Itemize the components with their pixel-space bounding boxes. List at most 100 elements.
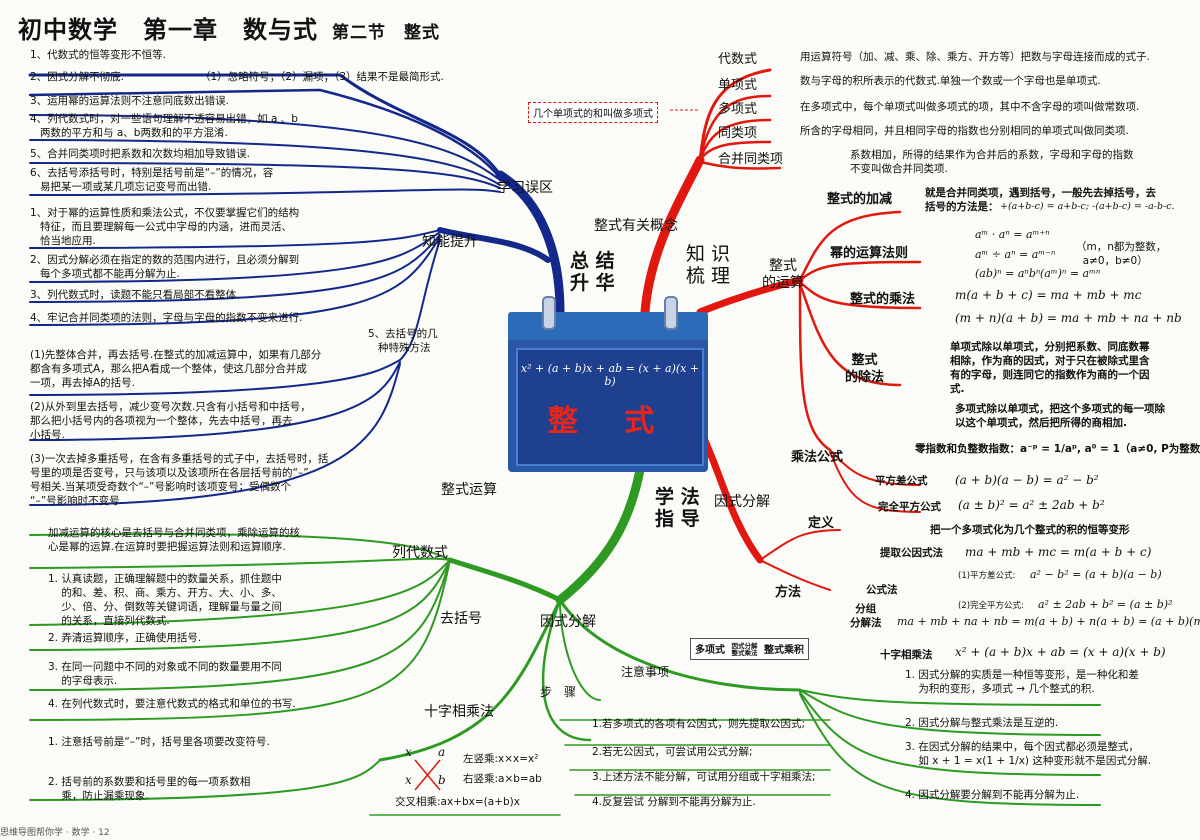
page-title: 初中数学 第一章 数与式第二节 整式	[18, 10, 440, 45]
attention-3: 3. 在因式分解的结果中，每个因式都必须是整式， 如 x + 1 = x(1 +…	[905, 741, 1152, 767]
op-power-f1: aᵐ · aⁿ = aᵐ⁺ⁿ	[975, 228, 1050, 241]
step-4: 4.反复尝试 分解到不能再分解为止.	[592, 796, 756, 808]
calendar-screen: x² + (a + b)x + ab = (x + a)(x + b) 整 式	[516, 348, 704, 466]
factor-group: ma + mb + na + nb = m(a + b) + n(a + b) …	[897, 615, 1200, 628]
cross-mult: 交叉相乘:ax+bx=(a+b)x	[395, 796, 520, 808]
liedai-item-3: 3. 在同一问题中不同的对象或不同的数量要用不同 的字母表示.	[48, 661, 282, 687]
attention-2: 2. 因式分解与整式乘法是互逆的.	[905, 717, 1059, 729]
factor-f2-label: (2)完全平方公式:	[958, 601, 1024, 611]
calendar-ring-icon	[664, 296, 678, 330]
center-title: 整 式	[547, 404, 673, 439]
page-footer: 思维导图帮你学 · 数学 · 12	[0, 828, 110, 838]
bracket-method-1: (1)先整体合并，再去括号.在整式的加减运算中，如果有几部分 都含有多项式A，那…	[30, 349, 322, 389]
ability-5-label: 5、去括号的几 种特殊方法	[368, 328, 438, 354]
factor-cross-label: 十字相乘法	[880, 649, 933, 661]
op-sq-sum-label: 完全平方公式	[878, 501, 941, 513]
concept-def-4: 所含的字母相同，并且相同字母的指数也分别相同的单项式叫做同类项.	[800, 125, 1129, 137]
mistake-4: 4、列代数式时，对一些语句理解不透容易出错，如 a 、b 两数的平方和与 a、b…	[30, 113, 298, 139]
ability-3: 3、列代数式时，读题不能只看局部不看整体.	[30, 289, 240, 301]
factor-group-label: 分组 分解法	[850, 603, 882, 629]
branch-zhuyi-shixiang: 注意事项	[621, 665, 670, 679]
liedai-item-2: 2. 弄清运算顺序，正确使用括号.	[48, 632, 202, 644]
center-formula: x² + (a + b)x + ab = (x + a)(x + b)	[520, 362, 700, 388]
quadrant-method: 学 法 指 导	[655, 486, 700, 530]
relation-mid-bottom: 整式乘法	[731, 649, 758, 657]
branch-zhengshi-yunsuan-red: 整式 的运算	[762, 258, 804, 291]
factor-cross: x² + (a + b)x + ab = (x + a)(x + b)	[955, 645, 1166, 659]
bracket-method-2: (2)从外到里去括号，减少变号次数.只含有小括号和中括号， 那么把小括号内的各项…	[30, 401, 311, 441]
op-power-label: 幂的运算法则	[830, 246, 909, 261]
title-main: 初中数学 第一章 数与式	[18, 16, 318, 44]
op-mult-f2: (m + n)(a + b) = ma + mb + na + nb	[955, 311, 1182, 325]
op-sq-diff-label: 平方差公式	[875, 475, 928, 487]
cross-left-vert: 左竖乘:x×x=x²	[463, 753, 539, 765]
factor-def-label: 定义	[808, 516, 835, 531]
attention-1: 1. 因式分解的实质是一种恒等变形，是一种化和差 为积的变形，多项式 → 几个整…	[905, 669, 1139, 695]
concept-term-3: 多项式	[718, 102, 758, 117]
branch-yinshi-fenjie-green: 因式分解	[540, 614, 596, 630]
factor-f1: a² − b² = (a + b)(a − b)	[1030, 568, 1162, 581]
branch-zhengshi-youguan: 整式有关概念	[594, 218, 678, 234]
ability-2: 2、因式分解必须在指定的数的范围内进行，且必须分解到 每个多项式都不能再分解为止…	[30, 254, 300, 280]
polynomial-note-box: 几个单项式的和叫做多项式	[528, 102, 658, 123]
factor-f1-label: (1)平方差公式:	[958, 571, 1016, 581]
concept-term-2: 单项式	[718, 78, 758, 93]
relation-mid-top: 因式分解	[731, 642, 758, 650]
cross-br: b	[438, 773, 446, 787]
quadrant-summary: 总 结 升 华	[570, 250, 615, 294]
mistake-5: 5、合并同类项时把系数和次数均相加导致错误.	[30, 148, 251, 160]
branch-qu-kuohao: 去括号	[440, 611, 482, 627]
op-power-f4: (aᵐ)ⁿ = aᵐⁿ	[1040, 267, 1101, 280]
branch-zhineng-tisheng: 知能提升	[422, 234, 478, 250]
op-div-label: 整式 的除法	[845, 353, 885, 385]
calendar-body: x² + (a + b)x + ab = (x + a)(x + b) 整 式	[508, 340, 708, 472]
mistake-2-note: （1）忽略符号；（2）漏项；（3）结果不是最简形式.	[200, 71, 444, 83]
step-3: 3.上述方法不能分解，可试用分组或十字相乘法;	[592, 771, 816, 783]
factor-f2: a² ± 2ab + b² = (a ± b)²	[1038, 598, 1173, 611]
concept-term-1: 代数式	[718, 52, 758, 67]
branch-liedai-shushi: 列代数式	[392, 545, 448, 561]
ability-4: 4、牢记合并同类项的法则，字母与字母的指数不变来进行.	[30, 312, 303, 324]
calendar-ring-icon	[542, 296, 556, 330]
op-div-text-2: 多项式除以单项式，把这个多项式的每一项除 以这个单项式，然后把所得的商相加.	[955, 403, 1165, 429]
branch-buzhou: 步 骤	[540, 685, 577, 699]
cross-tl: x	[405, 745, 412, 759]
concept-def-3: 在多项式中，每个单项式叫做多项式的项，其中不含字母的项叫做常数项.	[800, 101, 1140, 113]
op-add-sub-text: 就是合并同类项，遇到括号，一般先去掉括号，去 括号的方法是：	[925, 187, 1156, 213]
relation-right: 整式乘积	[763, 645, 804, 656]
op-div-text-1: 单项式除以单项式，分别把系数、同底数幂 相除，作为商的因式，对于只在被除式里含 …	[950, 341, 1150, 395]
op-mult-label: 整式的乘法	[850, 292, 916, 307]
concept-term-5: 合并同类项	[718, 152, 784, 167]
step-1: 1.若多项式的各项有公因式，则先提取公因式;	[592, 718, 806, 730]
cross-tr: a	[438, 745, 446, 759]
center-calendar: x² + (a + b)x + ab = (x + a)(x + b) 整 式	[508, 296, 708, 472]
relation-left: 多项式	[695, 645, 725, 656]
concept-def-5: 系数相加，所得的结果作为合并后的系数，字母和字母的指数 不变叫做合并同类项.	[850, 149, 1134, 175]
kuohao-item-1: 1. 注意括号前是“–”时，括号里各项要改变符号.	[48, 736, 270, 748]
branch-zhengshi-yunsuan-green: 整式运算	[441, 482, 497, 498]
cross-bl: x	[405, 773, 412, 787]
quadrant-knowledge: 知 识 梳 理	[686, 243, 731, 287]
calendar-header	[508, 312, 708, 342]
branch-yinshi-fenjie-red: 因式分解	[714, 494, 770, 510]
op-power-f2: aᵐ ÷ aⁿ = aᵐ⁻ⁿ	[975, 248, 1056, 261]
title-section: 第二节 整式	[332, 23, 440, 43]
mistake-6: 6、去括号添括号时，特别是括号前是“–”的情况，容 易把某一项或某几项忘记变号而…	[30, 167, 274, 193]
liedai-item-4: 4. 在列代数式时，要注意代数式的格式和单位的书写.	[48, 698, 296, 710]
op-mult-f1: m(a + b + c) = ma + mb + mc	[955, 288, 1142, 302]
ability-1: 1、对于幂的运算性质和乘法公式，不仅要掌握它们的结构 特征，而且要理解每一公式中…	[30, 207, 300, 247]
factor-formula-label: 公式法	[866, 584, 898, 596]
branch-xuexi-wuqu: 学习误区	[497, 180, 553, 196]
cross-right-vert: 右竖乘:a×b=ab	[463, 773, 542, 785]
bracket-method-3: (3)一次去掉多重括号，在含有多重括号的式子中，去括号时，括 号里的项是否变号，…	[30, 453, 329, 507]
op-sq-sum: (a ± b)² = a² ± 2ab + b²	[958, 498, 1105, 512]
op-sq-diff: (a + b)(a − b) = a² − b²	[955, 473, 1099, 487]
branch-shizi-xiangcheng: 十字相乘法	[424, 704, 494, 720]
step-2: 2.若无公因式，可尝试用公式分解;	[592, 746, 753, 758]
mistake-3: 3、运用幂的运算法则不注意同底数出错误.	[30, 95, 230, 107]
factor-extract-label: 提取公因式法	[880, 547, 943, 559]
op-formulas-label: 乘法公式	[791, 450, 844, 465]
concept-term-4: 同类项	[718, 126, 758, 141]
mistake-1: 1、代数式的恒等变形不恒等.	[30, 49, 167, 61]
